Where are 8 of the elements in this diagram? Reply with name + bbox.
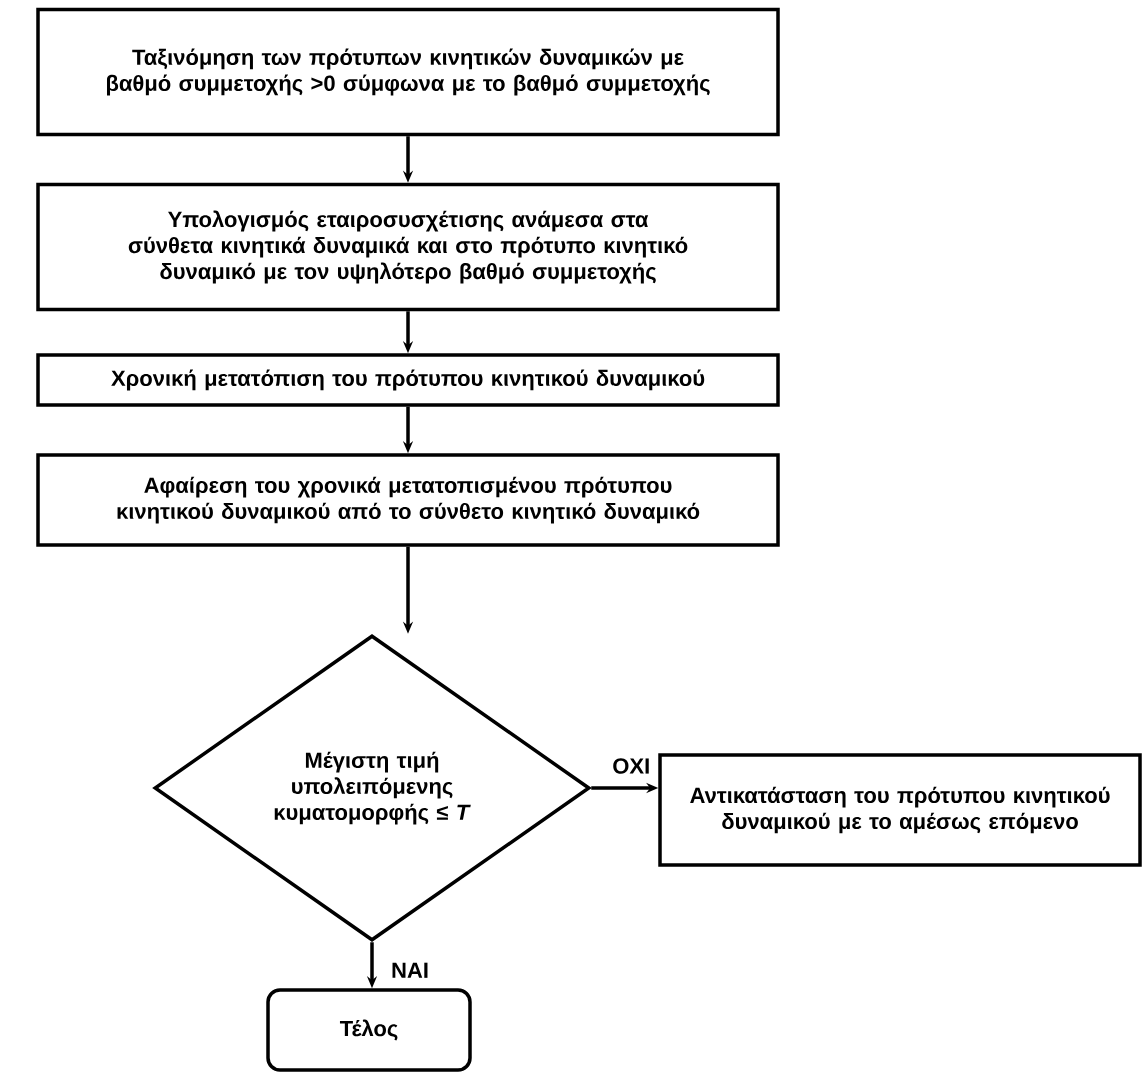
end-terminal: Τέλος xyxy=(266,988,472,1072)
edge-label: ΝΑΙ xyxy=(389,960,431,980)
edge-label: ΟΧΙ xyxy=(610,756,653,776)
process-box: Υπολογισμός εταιροσυσχέτισης ανάμεσα στα σύνθετα κινητικά δυναμικά και στο πρότυπο κινητικό δυναμικό με τον υψηλότερο βαθμό συμμετοχής xyxy=(36,182,780,312)
process-box: Ταξινόμηση των πρότυπων κινητικών δυναμικών με βαθμό συμμετοχής >0 σύμφωνα με το βαθμό συμμετοχής xyxy=(36,7,780,137)
process-box: Αφαίρεση του χρονικά μετατοπισμένου πρότυπου κινητικού δυναμικού από το σύνθετο κινητικό δυναμικό xyxy=(36,453,780,547)
process-box: Αντικατάσταση του πρότυπου κινητικού δυναμικού με το αμέσως επόμενο xyxy=(658,753,1142,867)
process-box: Χρονική μετατόπιση του πρότυπου κινητικού δυναμικού xyxy=(36,353,780,407)
